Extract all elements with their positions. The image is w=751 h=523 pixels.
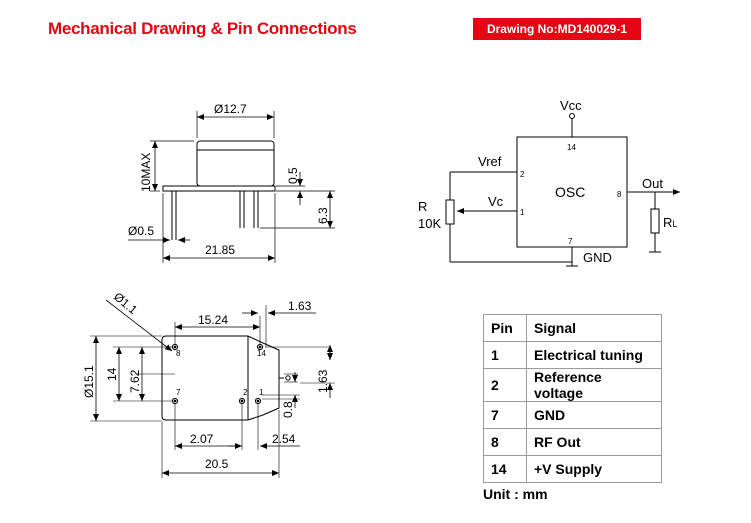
side-height-label: 10MAX xyxy=(139,153,153,192)
signal-cell: Reference voltage xyxy=(526,368,662,402)
bottom-view xyxy=(90,299,335,478)
pin-length-label: 6.3 xyxy=(316,207,330,224)
out-label: Out xyxy=(642,176,663,191)
resistor-r xyxy=(445,199,455,225)
can-body xyxy=(196,140,275,187)
pin-cell: 8 xyxy=(483,428,527,456)
pin-number: 8 xyxy=(176,349,181,358)
pin-gap-label: 2.54 xyxy=(272,432,296,446)
table-row: 8 RF Out xyxy=(483,428,662,456)
side-view xyxy=(128,111,335,263)
pin-number: 2 xyxy=(243,388,248,397)
load-resistor-label: RL xyxy=(663,215,677,230)
vcc-label: Vcc xyxy=(560,98,582,113)
bottom-height-label: Ø15.1 xyxy=(82,365,96,398)
schematic xyxy=(445,113,680,267)
pin-number: 1 xyxy=(259,388,264,397)
edge-offset-label: 1.63 xyxy=(288,299,312,313)
pin-cell: 7 xyxy=(483,401,527,429)
bottom-outline xyxy=(161,335,280,421)
pin-number: 14 xyxy=(257,349,266,358)
drawing-number-badge: Drawing No:MD140029-1 xyxy=(473,18,641,40)
pin-cell: 2 xyxy=(483,368,527,402)
left-offset-label: 2.07 xyxy=(190,432,214,446)
base-plate xyxy=(162,185,276,192)
pin-column-header: Pin xyxy=(483,314,527,342)
table-row: 14 +V Supply xyxy=(483,455,662,483)
osc-label: OSC xyxy=(555,184,585,200)
pin-label: 2 xyxy=(520,170,525,179)
pin-diameter-label: Ø0.5 xyxy=(128,224,154,238)
resistor-value: 10K xyxy=(418,216,441,231)
signal-cell: +V Supply xyxy=(526,455,662,483)
side-width-label: Ø12.7 xyxy=(214,102,247,116)
row-distance-label: 14 xyxy=(105,367,119,381)
pin-table: Pin Signal 1 Electrical tuning 2 Referen… xyxy=(483,314,662,483)
signal-cell: RF Out xyxy=(526,428,662,456)
pin-label: 8 xyxy=(617,190,622,199)
pin-label: 7 xyxy=(568,237,573,246)
vref-label: Vref xyxy=(478,154,502,169)
resistor-label: R xyxy=(418,199,427,214)
pin-label: 1 xyxy=(520,208,525,217)
pin-number: 7 xyxy=(176,388,181,397)
small-offset-label: 0.8 xyxy=(281,401,295,418)
table-header-row: Pin Signal xyxy=(483,314,662,342)
load-resistor xyxy=(650,208,660,234)
table-row: 7 GND xyxy=(483,401,662,429)
signal-cell: Electrical tuning xyxy=(526,341,662,369)
signal-column-header: Signal xyxy=(526,314,662,342)
bottom-width-label: 20.5 xyxy=(205,457,229,471)
page-title: Mechanical Drawing & Pin Connections xyxy=(48,19,357,38)
gnd-label: GND xyxy=(583,250,612,265)
table-row: 2 Reference voltage xyxy=(483,368,662,402)
pin-spacing-label: 15.24 xyxy=(198,313,228,327)
hole-diameter-label: Ø1.1 xyxy=(111,290,140,318)
vc-label: Vc xyxy=(488,194,504,209)
pin-label: 14 xyxy=(567,143,576,152)
table-row: 1 Electrical tuning xyxy=(483,341,662,369)
pin-cell: 1 xyxy=(483,341,527,369)
base-width-label: 21.85 xyxy=(205,243,235,257)
right-offset-label: 1.63 xyxy=(316,369,330,393)
unit-note: Unit : mm xyxy=(483,486,548,502)
half-row-label: 7.62 xyxy=(128,369,142,393)
signal-cell: GND xyxy=(526,401,662,429)
standoff-label: 0.5 xyxy=(286,167,300,184)
pin-cell: 14 xyxy=(483,455,527,483)
